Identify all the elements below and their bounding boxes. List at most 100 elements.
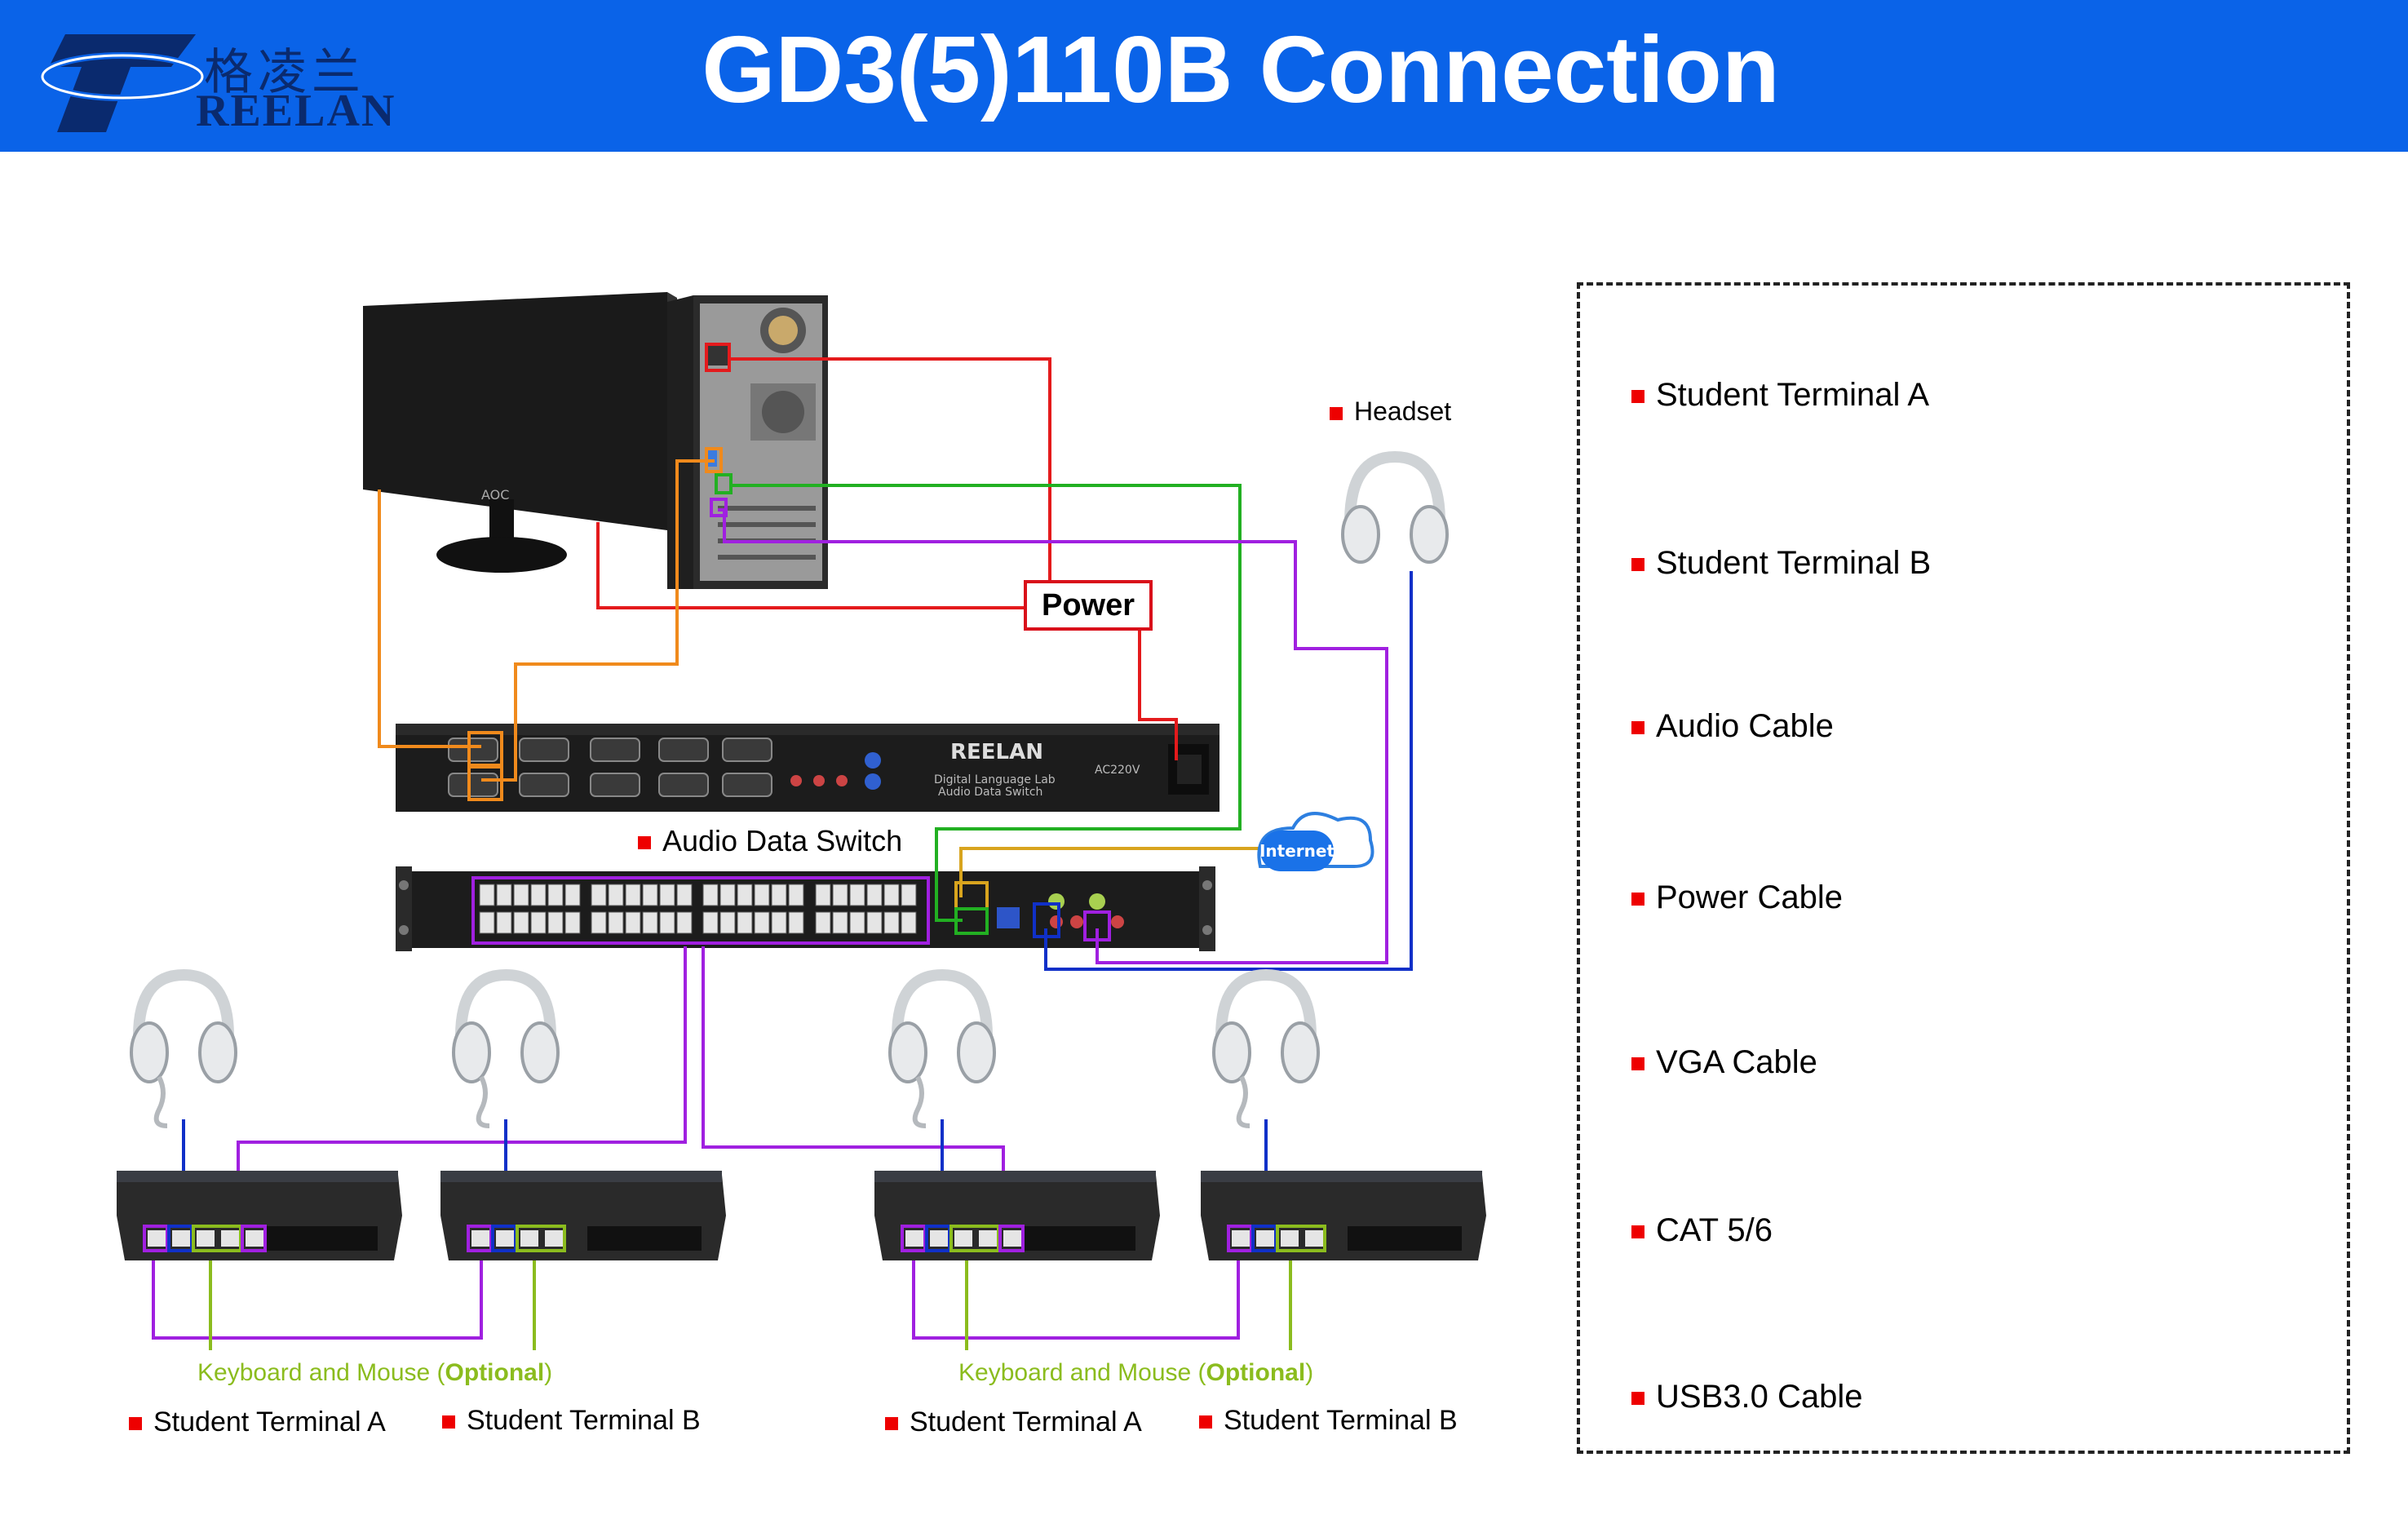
optional-note-right: Keyboard and Mouse (Optional): [958, 1359, 1314, 1386]
terminal-port: [172, 1230, 190, 1247]
rj45-port: [702, 911, 719, 934]
rj45-port: [625, 884, 641, 906]
legend-item-label: Student Terminal A: [1656, 377, 1930, 413]
device-caption-line2: Audio Data Switch: [938, 786, 1042, 799]
bullet-icon: [1631, 390, 1644, 404]
bullet-icon: [1330, 406, 1343, 420]
logo-english-text: REELAN: [196, 86, 396, 136]
rj45-port: [676, 884, 693, 906]
rj45-port: [815, 884, 831, 906]
page-title: GD3(5)110B Connection: [702, 16, 1780, 122]
rj45-port: [642, 884, 658, 906]
terminal-port: [148, 1230, 166, 1247]
computer-tower-icon: [667, 295, 828, 589]
legend-item-label: USB3.0 Cable: [1656, 1379, 1863, 1415]
rj45-port: [608, 884, 624, 906]
rj45-port: [659, 884, 675, 906]
rj45-port: [702, 884, 719, 906]
rj45-port: [788, 911, 804, 934]
rj45-port: [754, 884, 770, 906]
rj45-port: [625, 911, 641, 934]
headset-label: Headset: [1330, 396, 1451, 427]
rj45-port: [530, 911, 547, 934]
power-cable-icon: [1958, 831, 2300, 953]
student-terminal-a-label: Student Terminal A: [885, 1406, 1142, 1438]
legend-box: [1577, 282, 2350, 1454]
power-label-box: Power: [1024, 580, 1153, 631]
rj45-port: [771, 911, 787, 934]
rj45-port: [866, 884, 883, 906]
reelan-logo: 格凌兰 REELAN: [41, 18, 400, 136]
terminal-port: [954, 1230, 972, 1247]
rj45-port: [832, 884, 848, 906]
student-terminal-b-label: Student Terminal B: [1199, 1405, 1458, 1437]
terminal-a-icon: [1958, 328, 2300, 450]
student-terminal-b-device: [1201, 1171, 1486, 1260]
rj45-port: [547, 911, 564, 934]
rj45-port: [849, 884, 865, 906]
monitor-brand-text: AOC: [481, 487, 509, 503]
rj45-port: [513, 884, 529, 906]
rj45-port: [564, 911, 581, 934]
rj45-port: [737, 884, 753, 906]
bullet-icon: [1631, 1392, 1644, 1406]
rj45-port: [719, 884, 736, 906]
bullet-icon: [1631, 721, 1644, 735]
device-caption-line1: Digital Language Lab: [934, 773, 1056, 786]
rj45-port: [901, 884, 917, 906]
rj45-port: [530, 884, 547, 906]
bullet-icon: [1199, 1415, 1212, 1429]
terminal-port: [520, 1230, 538, 1247]
rj45-port: [737, 911, 753, 934]
rj45-port: [479, 884, 495, 906]
student-terminal-a-device: [874, 1171, 1160, 1260]
rj45-port: [832, 911, 848, 934]
student-terminal-a-label: Student Terminal A: [129, 1406, 386, 1438]
rj45-port: [591, 911, 607, 934]
rj45-port: [479, 911, 495, 934]
legend-item-label: Audio Cable: [1656, 708, 1834, 744]
terminal-port: [1305, 1230, 1323, 1247]
legend-item-label: CAT 5/6: [1656, 1212, 1773, 1248]
rj45-port: [866, 911, 883, 934]
terminal-port: [221, 1230, 239, 1247]
terminal-port: [496, 1230, 514, 1247]
terminal-port: [905, 1230, 923, 1247]
vga-cable-icon: [1958, 995, 2300, 1118]
legend-item: VGA Cable: [1631, 1044, 1817, 1081]
rj45-port: [496, 884, 512, 906]
bullet-icon: [885, 1417, 898, 1431]
terminal-port: [471, 1230, 489, 1247]
legend-item-label: Student Terminal B: [1656, 545, 1932, 581]
headset-icon: [1212, 968, 1320, 1128]
bullet-icon: [638, 836, 651, 850]
legend-item-label: Power Cable: [1656, 879, 1844, 915]
rj45-port: [513, 911, 529, 934]
rj45-port: [591, 884, 607, 906]
rj45-port: [564, 884, 581, 906]
legend-item: CAT 5/6: [1631, 1212, 1773, 1249]
terminal-port: [1281, 1230, 1299, 1247]
rj45-port: [901, 911, 917, 934]
usb-cable-icon: [1958, 1330, 2300, 1452]
rj45-port: [754, 911, 770, 934]
rj45-port: [608, 911, 624, 934]
rj45-port: [676, 911, 693, 934]
rj45-port: [883, 911, 900, 934]
legend-item-label: VGA Cable: [1656, 1044, 1817, 1080]
legend-item: Student Terminal B: [1631, 545, 1931, 582]
internet-label: Internet: [1259, 841, 1335, 861]
student-terminal-a-device: [117, 1171, 402, 1260]
terminal-b-icon: [1958, 496, 2300, 618]
rj45-port: [642, 911, 658, 934]
bullet-icon: [129, 1417, 142, 1431]
device-ac-label: AC220V: [1095, 764, 1140, 777]
cat-cable-icon: [1958, 1163, 2300, 1286]
header-bar: 格凌兰 REELAN GD3(5)110B Connection: [0, 0, 2408, 152]
rj45-port: [771, 884, 787, 906]
legend-item: Power Cable: [1631, 879, 1843, 916]
rj45-port: [719, 911, 736, 934]
terminal-port: [197, 1230, 215, 1247]
headset-icon: [130, 968, 237, 1128]
